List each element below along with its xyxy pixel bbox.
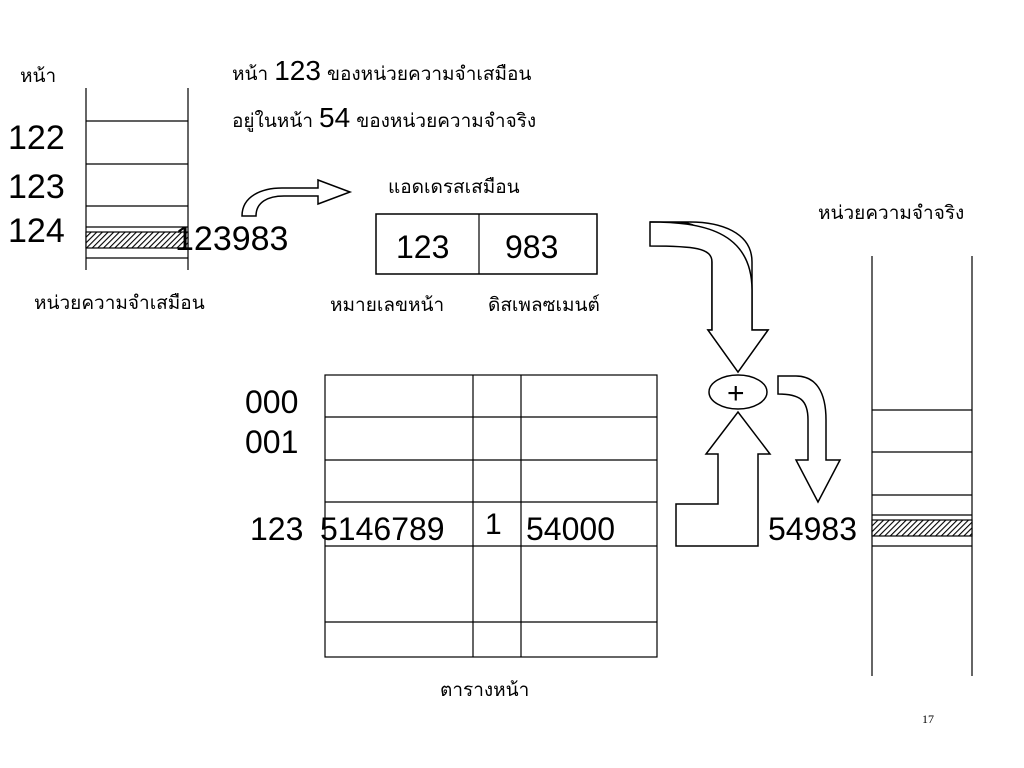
virtual-page-number: 123 <box>8 168 65 206</box>
virtual-page-number: 124 <box>8 212 65 250</box>
virtual-page-heading: หน้า <box>20 65 56 87</box>
virtual-address-title: แอดเดรสเสมือน <box>388 176 520 198</box>
offset-field: 983 <box>505 229 558 265</box>
virtual-memory-column <box>85 88 189 270</box>
page-table-label: ตารางหน้า <box>440 679 529 701</box>
physical-address-result: 54983 <box>768 511 857 547</box>
page-table-row-label: 000 <box>245 384 298 420</box>
physical-memory-label: หน่วยความจำจริง <box>818 202 964 224</box>
virtual-address-value: 123983 <box>175 220 288 258</box>
frame-to-adder-arrow <box>675 410 772 547</box>
page-table-row-label: 123 <box>250 511 303 547</box>
physical-memory-column <box>871 256 973 676</box>
plus-icon: + <box>727 377 745 410</box>
page-number-field: 123 <box>396 229 449 265</box>
page-table-row-label: 001 <box>245 424 298 460</box>
virtual-address-box <box>375 213 598 275</box>
slide-number: 17 <box>922 712 934 726</box>
physical-frame-hatched-cell <box>871 519 973 537</box>
page-number-label: หมายเลขหน้า <box>330 294 444 316</box>
page-table-entry: 54000 <box>526 511 615 547</box>
virtual-memory-label: หน่วยความจำเสมือน <box>34 292 205 314</box>
adder-to-physical-arrow <box>777 375 842 504</box>
page-table-entry: 5146789 <box>320 511 445 547</box>
offset-label: ดิสเพลซเมนต์ <box>488 294 600 316</box>
curved-arrow-right <box>241 178 353 217</box>
page-table <box>324 374 658 658</box>
virtual-page-hatched-cell <box>85 231 189 249</box>
header-line-2: อยู่ในหน้า 54 ของหน่วยความจำจริง <box>232 102 536 133</box>
adder-node <box>708 374 768 410</box>
virtual-page-number: 122 <box>8 119 65 157</box>
page-table-entry: 1 <box>485 508 502 541</box>
header-line-1: หน้า 123 ของหน่วยความจำเสมือน <box>232 55 531 86</box>
